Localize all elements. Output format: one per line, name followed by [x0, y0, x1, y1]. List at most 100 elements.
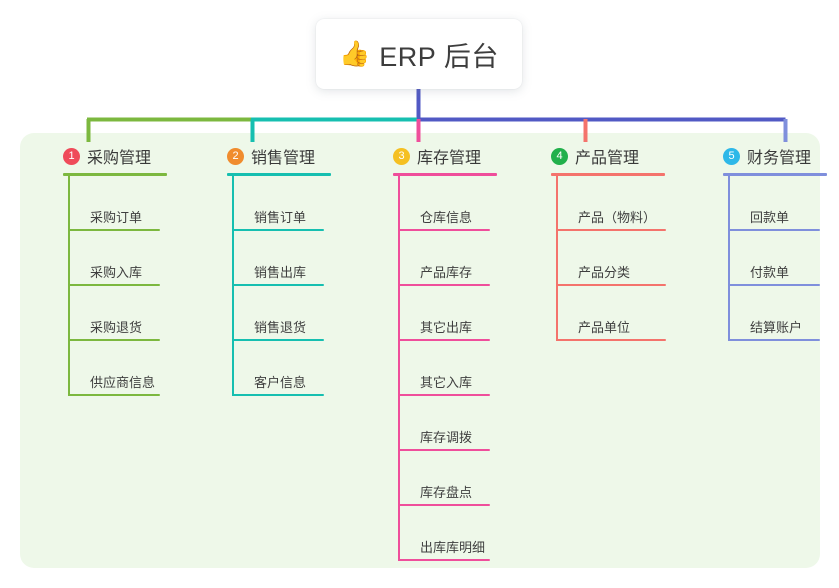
column-items-2: 销售订单销售出库销售退货客户信息 [232, 176, 331, 396]
menu-item[interactable]: 出库库明细 [398, 506, 497, 561]
menu-item[interactable]: 产品（物料） [556, 176, 666, 231]
page-title: ERP 后台 [379, 41, 499, 72]
column-header-3[interactable]: 3 库存管理 [370, 143, 497, 169]
column-badge-1: 1 [63, 147, 80, 165]
column-header-rule-2 [227, 173, 331, 176]
menu-item[interactable]: 销售出库 [232, 231, 331, 286]
column-title-1: 采购管理 [87, 150, 152, 167]
menu-item-rule [398, 284, 490, 286]
menu-item[interactable]: 产品库存 [398, 231, 497, 286]
menu-item-rule [556, 284, 666, 286]
menu-item[interactable]: 产品分类 [556, 231, 666, 286]
column-items-3: 仓库信息产品库存其它出库其它入库库存调拨库存盘点出库库明细 [398, 176, 497, 561]
menu-item-label: 库存盘点 [420, 485, 473, 500]
menu-item[interactable]: 采购入库 [68, 231, 167, 286]
column-spine-2 [232, 176, 234, 396]
menu-item-rule [728, 229, 820, 231]
menu-item-label: 产品库存 [420, 265, 473, 280]
column-1: 1 采购管理采购订单采购入库采购退货供应商信息 [40, 143, 167, 396]
menu-item-label: 产品单位 [578, 320, 631, 335]
menu-item[interactable]: 库存盘点 [398, 451, 497, 506]
menu-item-label: 采购订单 [90, 210, 143, 225]
menu-item-rule [398, 559, 490, 561]
menu-item-label: 库存调拨 [420, 430, 473, 445]
menu-item-rule [398, 229, 490, 231]
column-badge-5: 5 [723, 147, 740, 165]
menu-item[interactable]: 销售退货 [232, 286, 331, 341]
column-header-5[interactable]: 5 财务管理 [700, 143, 827, 169]
title-card: 👍 ERP 后台 [316, 19, 522, 89]
menu-item-label: 其它入库 [420, 375, 473, 390]
menu-item-label: 采购退货 [90, 320, 143, 335]
column-badge-3: 3 [393, 147, 410, 165]
menu-item[interactable]: 客户信息 [232, 341, 331, 396]
menu-item-rule [68, 284, 160, 286]
menu-item-label: 销售出库 [254, 265, 307, 280]
menu-item-rule [556, 339, 666, 341]
menu-item-rule [68, 339, 160, 341]
column-spine-1 [68, 176, 70, 396]
column-2: 2 销售管理销售订单销售出库销售退货客户信息 [204, 143, 331, 396]
menu-item[interactable]: 采购订单 [68, 176, 167, 231]
menu-item-rule [68, 229, 160, 231]
diagram-panel [20, 133, 820, 568]
column-items-5: 回款单付款单结算账户 [728, 176, 827, 341]
column-header-rule-5 [723, 173, 827, 176]
menu-item[interactable]: 产品单位 [556, 286, 666, 341]
column-badge-2: 2 [227, 147, 244, 165]
menu-item-label: 销售订单 [254, 210, 307, 225]
menu-item-label: 回款单 [750, 210, 790, 225]
menu-item-rule [232, 284, 324, 286]
column-spine-5 [728, 176, 730, 341]
column-header-rule-4 [551, 173, 665, 176]
menu-item-rule [232, 339, 324, 341]
menu-item[interactable]: 销售订单 [232, 176, 331, 231]
column-4: 4 产品管理产品（物料） 产品分类产品单位 [528, 143, 666, 341]
menu-item-label: 产品（物料） [578, 210, 657, 225]
menu-item-rule [398, 504, 490, 506]
menu-item[interactable]: 回款单 [728, 176, 827, 231]
column-3: 3 库存管理仓库信息产品库存其它出库其它入库库存调拨库存盘点出库库明细 [370, 143, 497, 561]
menu-item[interactable]: 供应商信息 [68, 341, 167, 396]
column-spine-4 [556, 176, 558, 341]
column-title-3: 库存管理 [417, 150, 482, 167]
column-title-5: 财务管理 [747, 150, 812, 167]
thumbs-up-icon: 👍 [339, 39, 371, 68]
column-header-2[interactable]: 2 销售管理 [204, 143, 331, 169]
menu-item-label: 付款单 [750, 265, 790, 280]
menu-item-rule [556, 229, 666, 231]
column-header-4[interactable]: 4 产品管理 [528, 143, 665, 169]
menu-item-label: 结算账户 [750, 320, 803, 335]
menu-item-rule [232, 394, 324, 396]
menu-item-rule [232, 229, 324, 231]
menu-item-label: 客户信息 [254, 375, 307, 390]
menu-item-label: 产品分类 [578, 265, 631, 280]
menu-item-label: 出库库明细 [420, 540, 486, 555]
column-items-4: 产品（物料） 产品分类产品单位 [556, 176, 666, 341]
column-header-rule-1 [63, 173, 167, 176]
menu-item-label: 销售退货 [254, 320, 307, 335]
column-header-1[interactable]: 1 采购管理 [40, 143, 167, 169]
menu-item-rule [398, 339, 490, 341]
column-title-4: 产品管理 [575, 150, 640, 167]
menu-item[interactable]: 其它入库 [398, 341, 497, 396]
menu-item-rule [68, 394, 160, 396]
menu-item-label: 供应商信息 [90, 375, 156, 390]
menu-item[interactable]: 其它出库 [398, 286, 497, 341]
column-spine-3 [398, 176, 400, 561]
column-badge-4: 4 [551, 147, 568, 165]
menu-item[interactable]: 库存调拨 [398, 396, 497, 451]
menu-item[interactable]: 仓库信息 [398, 176, 497, 231]
column-title-2: 销售管理 [251, 150, 316, 167]
menu-item-rule [398, 394, 490, 396]
menu-item[interactable]: 结算账户 [728, 286, 827, 341]
menu-item-rule [728, 339, 820, 341]
column-header-rule-3 [393, 173, 497, 176]
column-items-1: 采购订单采购入库采购退货供应商信息 [68, 176, 167, 396]
menu-item[interactable]: 采购退货 [68, 286, 167, 341]
menu-item-label: 采购入库 [90, 265, 143, 280]
menu-item-label: 仓库信息 [420, 210, 473, 225]
menu-item-label: 其它出库 [420, 320, 473, 335]
menu-item[interactable]: 付款单 [728, 231, 827, 286]
menu-item-rule [398, 449, 490, 451]
